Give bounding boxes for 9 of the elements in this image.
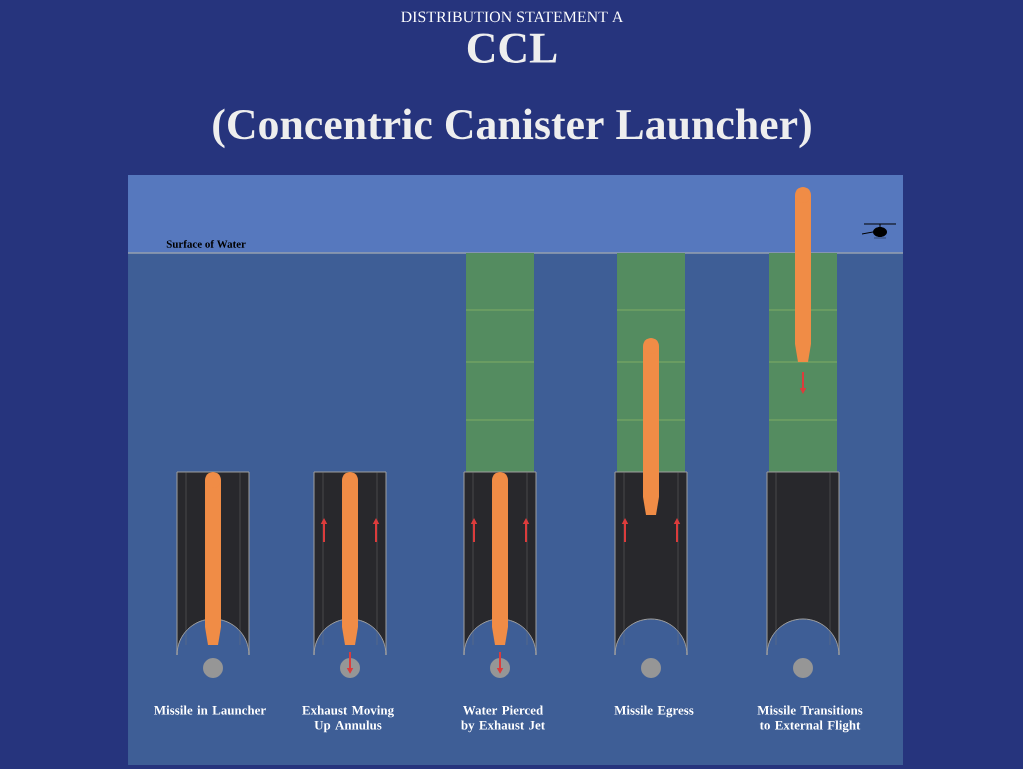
- stage-caption: Missile Transitions to External Flight: [757, 705, 863, 733]
- stage-caption: Missile Egress: [614, 705, 694, 718]
- subtitle-text: (Concentric Canister Launcher): [213, 108, 811, 149]
- title-text: CCL: [467, 33, 557, 63]
- heading-text: DISTRIBUTION STATEMENT A: [401, 11, 624, 23]
- stage-caption: Missile in Launcher: [154, 705, 266, 715]
- stage-caption: Exhaust Moving Up Annulus: [302, 705, 394, 733]
- stage-caption: Water Pierced by Exhaust Jet: [461, 705, 546, 733]
- surface-label: Surface of Water: [166, 239, 246, 248]
